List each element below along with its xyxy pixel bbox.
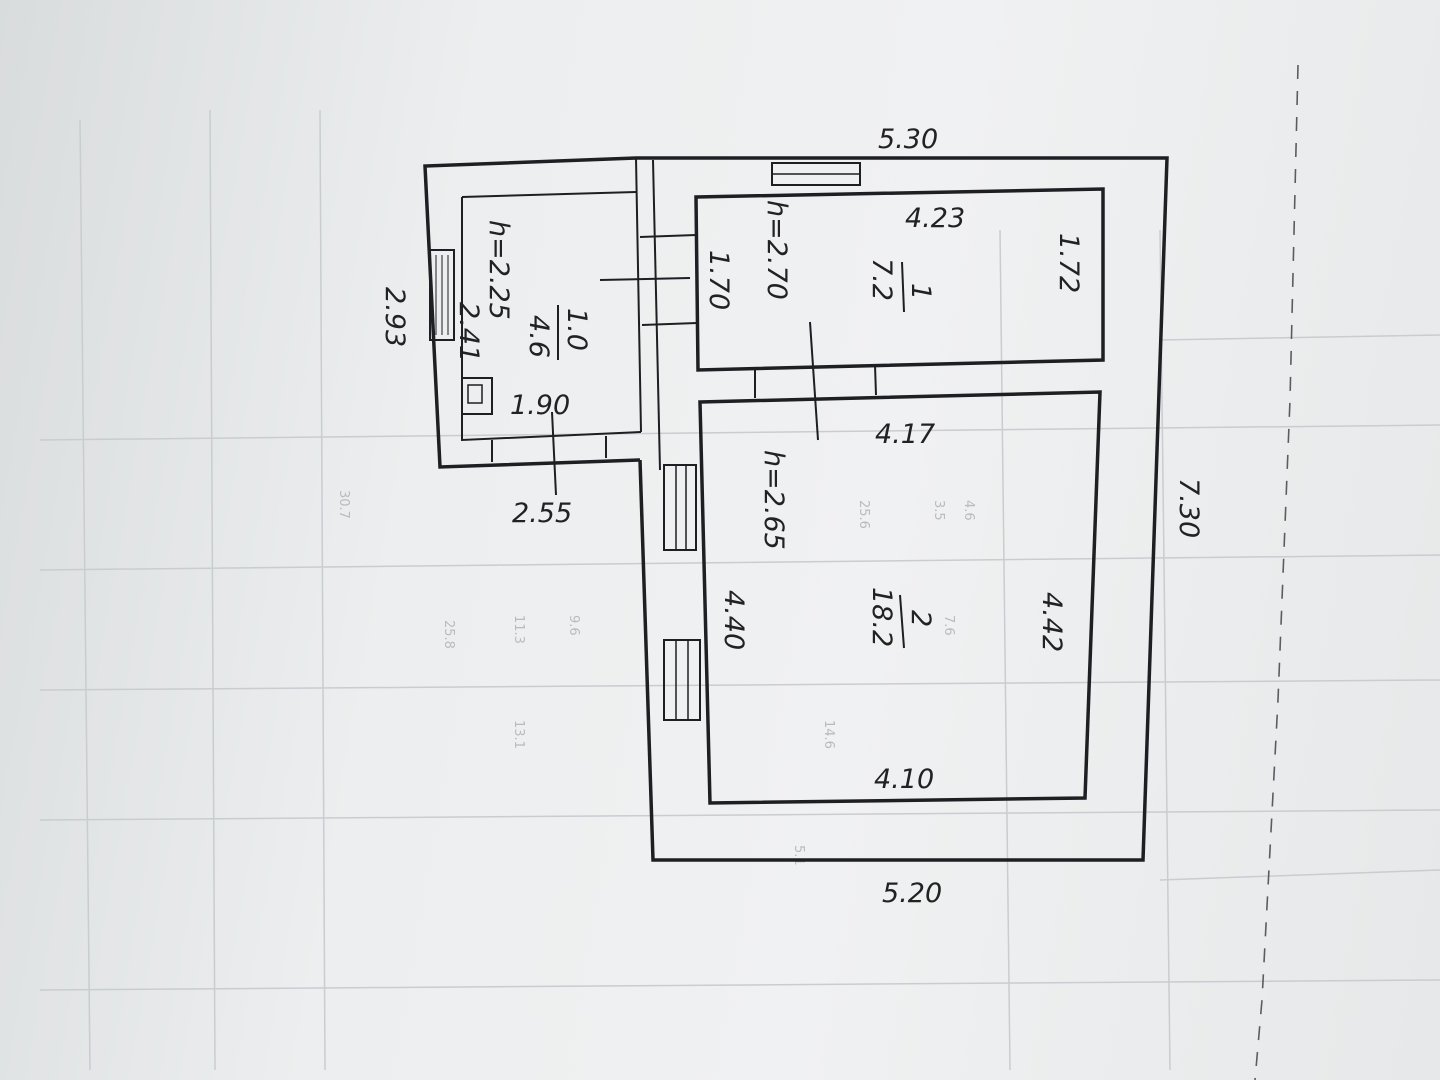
annex-outer-wall [423, 156, 641, 469]
room-2-outline [698, 390, 1102, 805]
background-table: 25.6 3.5 4.6 7.6 9.6 11.3 14.6 13.1 25.8… [39, 109, 1440, 1071]
room-3-number: 1.0 [561, 308, 592, 351]
outer-walls [423, 156, 1169, 862]
table-line [39, 979, 1440, 991]
room-3-dim-side: 2.41 [453, 302, 484, 362]
faint-value: 25.8 [441, 620, 456, 649]
table-line [79, 119, 91, 1071]
table-line [39, 554, 1440, 571]
door-marks [461, 234, 877, 462]
room-1-outline [694, 187, 1105, 372]
table-line [1159, 229, 1171, 1071]
annex-partition [635, 157, 642, 433]
annex-inner-wall [461, 197, 642, 442]
table-line [319, 109, 326, 1071]
room-1-number: 1 [905, 283, 936, 300]
table-line [39, 679, 1440, 691]
window-left-2 [663, 639, 701, 721]
dim-right: 7.30 [1173, 478, 1204, 538]
table-line [39, 809, 1440, 821]
room-2-dim-bottom: 4.10 [874, 764, 934, 795]
room-1-area: 7.2 [866, 258, 897, 301]
room-3-height: h=2.25 [483, 220, 514, 320]
room-1-dim-top: 4.23 [905, 203, 965, 234]
corridor-wall [652, 159, 661, 471]
table-line [39, 424, 1440, 441]
dim-top: 5.30 [878, 124, 938, 155]
room-2-dim-right: 4.42 [1036, 592, 1067, 652]
faint-value: 13.1 [511, 720, 526, 749]
table-line [209, 109, 216, 1071]
room-1-height: h=2.70 [761, 200, 792, 300]
section-lines [551, 261, 905, 649]
room-2-height: h=2.65 [758, 450, 789, 550]
faint-value: 14.6 [821, 720, 836, 749]
room-1-dim-left: 1.70 [703, 250, 734, 310]
faint-value: 5.1 [791, 845, 806, 866]
faint-value: 9.6 [566, 615, 581, 636]
faint-value: 25.6 [856, 500, 871, 529]
window-left-1 [663, 464, 697, 551]
room-1-dim-right: 1.72 [1053, 233, 1084, 293]
room-2-dim-top: 4.17 [875, 419, 935, 450]
room-2-area: 18.2 [866, 587, 897, 647]
faint-value: 30.7 [336, 490, 351, 519]
table-line [1159, 869, 1440, 881]
faint-value: 3.5 [931, 500, 946, 521]
dim-bottom: 5.20 [882, 878, 942, 909]
window-marks [429, 162, 861, 721]
dashed-fold-line [1254, 64, 1299, 1080]
annex-inner-top [461, 191, 637, 198]
room-3-area: 4.6 [523, 315, 554, 358]
stove-symbol [461, 377, 493, 415]
room-3-dim-bottom: 1.90 [510, 390, 570, 421]
room-2-dim-left: 4.40 [718, 590, 749, 650]
dim-left: 2.93 [379, 287, 410, 347]
faint-value: 4.6 [961, 500, 976, 521]
room-2-number: 2 [905, 610, 936, 627]
table-line [1159, 334, 1440, 341]
dim-porch: 2.55 [512, 498, 572, 529]
faint-value: 7.6 [941, 615, 956, 636]
main-outer-wall [636, 156, 1169, 862]
table-line [999, 229, 1011, 1071]
window-annex [429, 249, 455, 341]
faint-value: 11.3 [511, 615, 526, 644]
